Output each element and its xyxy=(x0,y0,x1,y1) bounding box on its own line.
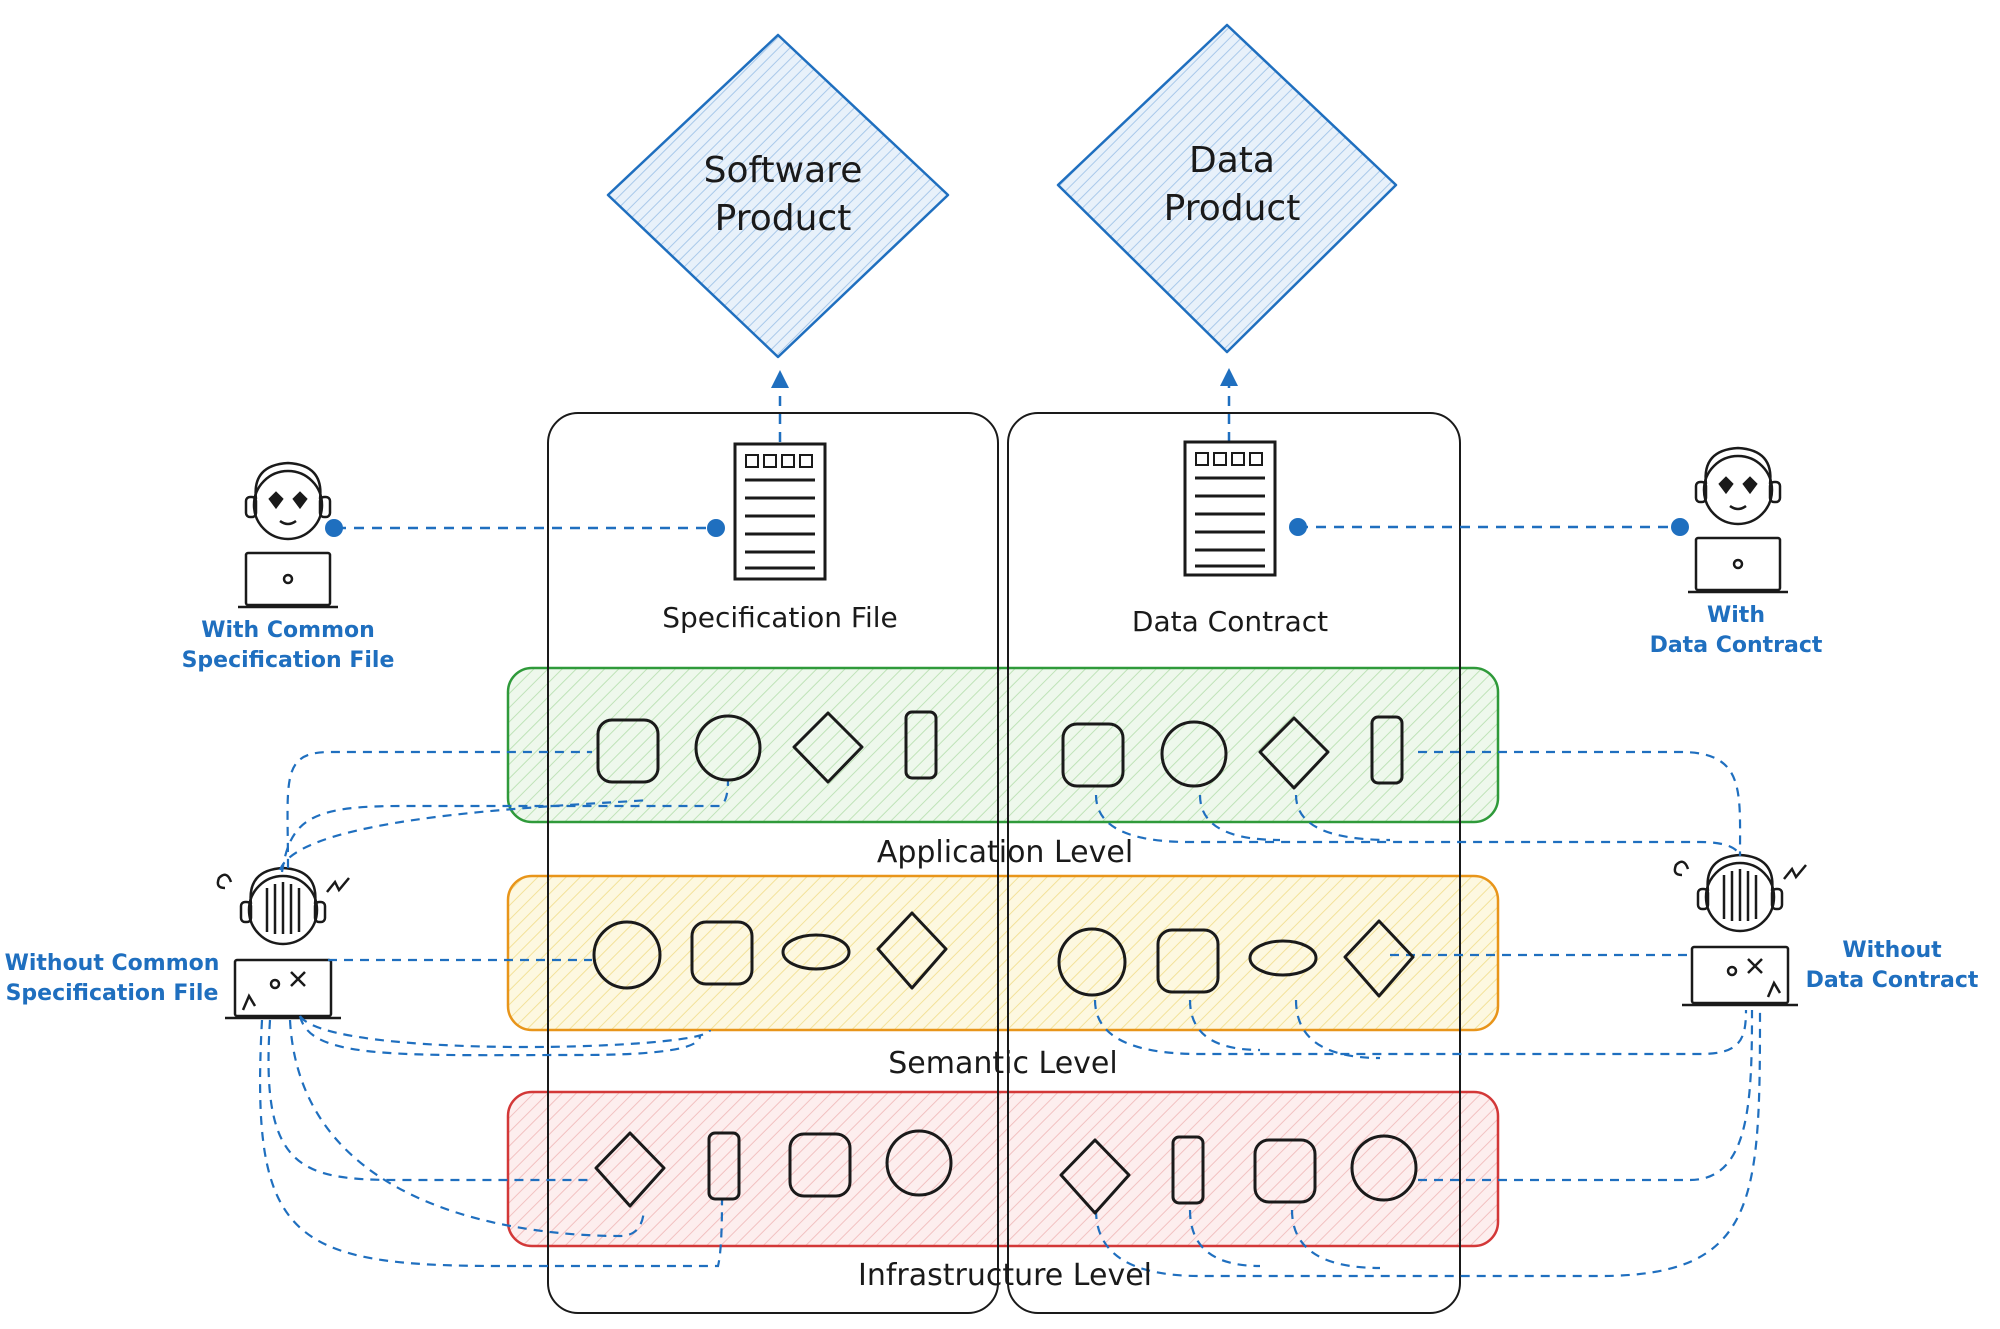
sad-left-line2: Specification File xyxy=(6,981,219,1006)
contract-to-product-arrow xyxy=(1220,368,1238,442)
infra-rect-right xyxy=(1171,1135,1205,1205)
happy-developer-left-avatar xyxy=(238,461,338,609)
app-circle-right xyxy=(1160,720,1228,788)
application-level-band xyxy=(506,666,1500,824)
data-contract-icon xyxy=(1183,440,1277,577)
app-square-right xyxy=(1061,722,1125,788)
semantic-level-shapes xyxy=(592,911,1415,998)
happy-developer-right-avatar xyxy=(1688,446,1788,594)
happy-left-line1: With Common xyxy=(201,618,375,643)
app-diamond-right xyxy=(1258,716,1330,790)
infra-rect-left xyxy=(707,1131,741,1201)
specification-file-label: Specification File xyxy=(662,601,898,634)
happy-right-line1: With xyxy=(1707,603,1765,628)
happy-left-line2: Specification File xyxy=(182,648,395,673)
happy-left-connector xyxy=(325,519,725,537)
right-spaghetti-connectors xyxy=(1093,750,1762,1278)
sem-square-right xyxy=(1156,928,1220,994)
sad-left-line1: Without Common xyxy=(5,951,220,976)
infra-circle-left xyxy=(885,1129,953,1197)
data-column xyxy=(1007,412,1461,1314)
infra-diamond-left xyxy=(594,1131,666,1208)
sem-circle-left xyxy=(592,920,662,990)
stressed-developer-right-avatar xyxy=(1673,853,1807,1007)
infra-square-right xyxy=(1253,1138,1317,1204)
semantic-level-label: Semantic Level xyxy=(888,1046,1117,1081)
app-square-left xyxy=(596,718,660,784)
sad-right-line2: Data Contract xyxy=(1806,968,1979,993)
data-product-line2: Product xyxy=(1164,188,1301,229)
data-product-line1: Data xyxy=(1189,140,1275,181)
software-product-line2: Product xyxy=(715,198,852,239)
data-contract-label: Data Contract xyxy=(1132,605,1328,638)
app-rect-right xyxy=(1370,715,1404,785)
infrastructure-level-shapes xyxy=(594,1129,1418,1215)
software-product-diamond: Software Product xyxy=(606,33,950,359)
software-column xyxy=(547,412,999,1314)
sem-circle-right xyxy=(1057,927,1127,997)
left-spaghetti-connectors xyxy=(259,750,730,1268)
sem-diamond-left xyxy=(876,911,948,990)
infrastructure-level-band xyxy=(506,1090,1500,1248)
happy-right-connector xyxy=(1289,518,1689,536)
app-rect-left xyxy=(904,710,938,780)
application-level-shapes xyxy=(596,710,1404,790)
app-diamond-left xyxy=(792,711,864,784)
infra-circle-right xyxy=(1350,1134,1418,1202)
sem-diamond-right xyxy=(1343,919,1415,998)
specification-file-icon xyxy=(733,442,827,581)
happy-right-line2: Data Contract xyxy=(1650,633,1823,658)
semantic-level-band xyxy=(506,874,1500,1032)
sem-ellipse-right xyxy=(1248,939,1318,977)
application-level-label: Application Level xyxy=(877,835,1133,870)
infra-diamond-right xyxy=(1059,1138,1131,1215)
sad-right-line1: Without xyxy=(1842,938,1942,963)
stressed-developer-left-avatar xyxy=(216,866,350,1020)
sem-ellipse-left xyxy=(781,933,851,971)
sem-square-left xyxy=(690,920,754,986)
spec-to-product-arrow xyxy=(771,370,789,442)
app-circle-left xyxy=(694,714,762,782)
data-product-diamond: Data Product xyxy=(1056,23,1398,354)
infrastructure-level-label: Infrastructure Level xyxy=(858,1258,1152,1293)
software-product-line1: Software xyxy=(704,150,863,191)
infra-square-left xyxy=(788,1132,852,1198)
